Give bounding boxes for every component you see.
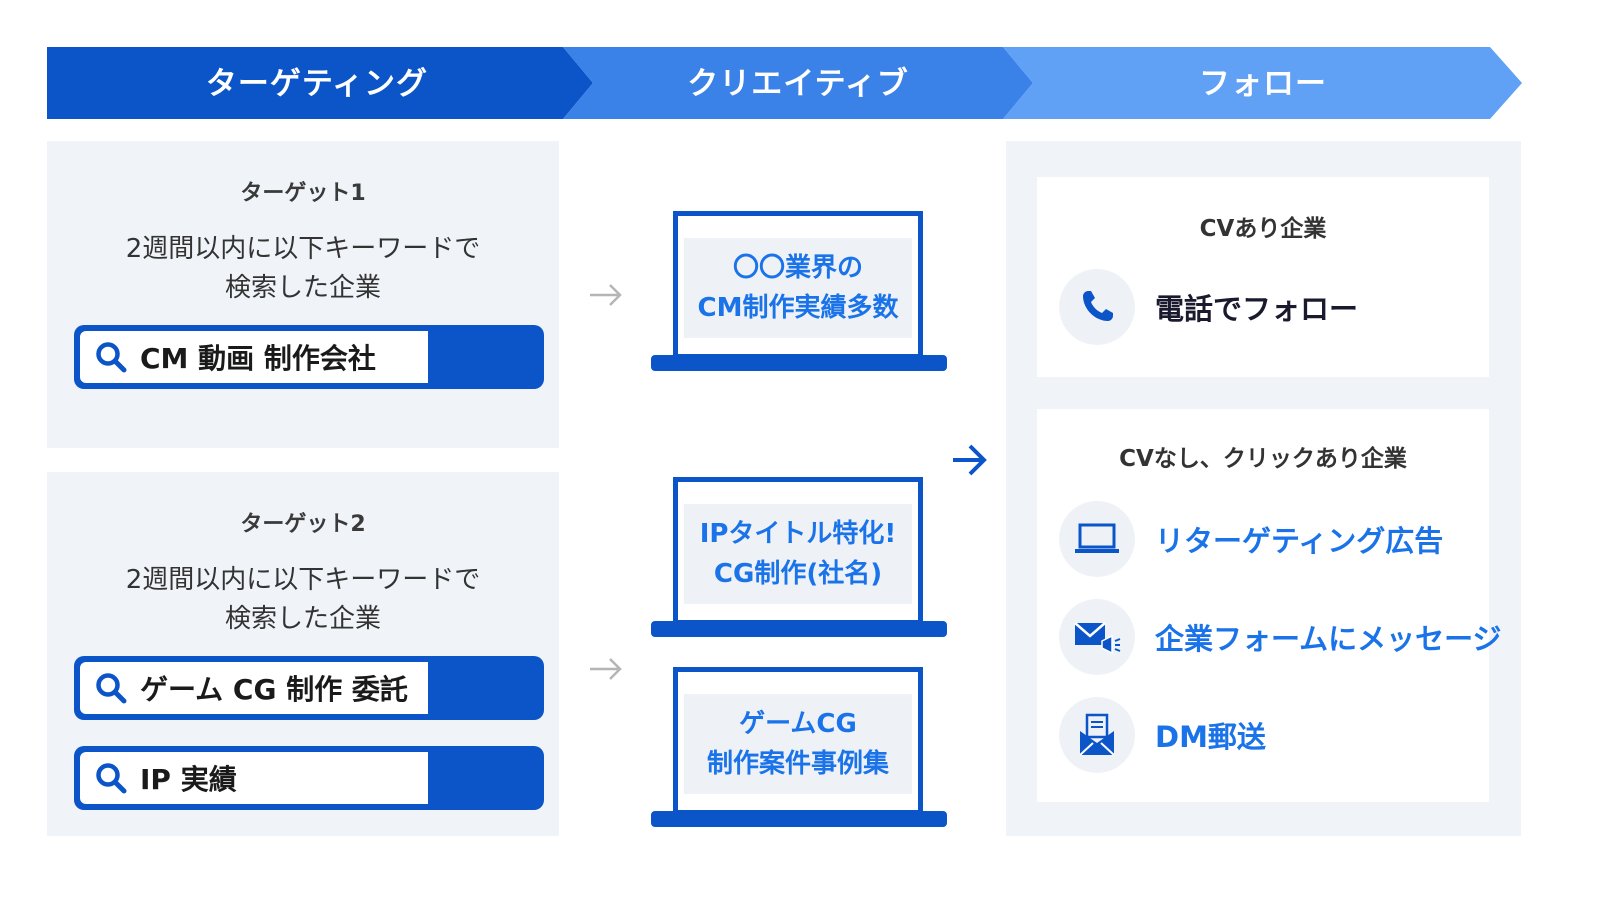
stage-label-creative: クリエイティブ bbox=[687, 66, 909, 102]
search-icon bbox=[96, 342, 127, 373]
click-company-card: CVなし、クリックあり企業 リターゲティング広告 bbox=[1037, 409, 1502, 802]
target-panel-2: ターゲット2 2週間以内に以下キーワードで 検索した企業 ゲーム CG 制作 委… bbox=[47, 472, 559, 836]
laptop-base bbox=[651, 621, 947, 637]
keyword-search-box: ゲーム CG 制作 委託 bbox=[74, 656, 544, 720]
laptop-icon bbox=[1075, 523, 1119, 553]
target-panel-1: ターゲット1 2週間以内に以下キーワードで 検索した企業 CM 動画 制作会社 bbox=[47, 141, 559, 448]
keyword-search-box: IP 実績 bbox=[74, 746, 544, 810]
stage-header: ターゲティング クリエイティブ フォロー bbox=[0, 0, 1600, 140]
creative-line1: 〇〇業界の bbox=[732, 253, 863, 283]
creative-line1: IPタイトル特化! bbox=[699, 519, 897, 549]
stage-chevron-creative bbox=[563, 47, 1033, 119]
stage-label-follow: フォロー bbox=[1199, 66, 1327, 102]
card-title: CVあり企業 bbox=[1199, 216, 1327, 242]
follow-item-label: 企業フォームにメッセージ bbox=[1155, 622, 1502, 656]
creative-laptop-3: ゲームCG 制作案件事例集 bbox=[651, 667, 947, 829]
cv-company-card: CVあり企業 電話でフォロー bbox=[1037, 177, 1489, 377]
follow-panel: CVあり企業 電話でフォロー CVなし、クリックあり企業 リターゲティング広告 bbox=[1006, 141, 1521, 836]
stage-chevrons bbox=[47, 47, 1522, 119]
follow-item-label: 電話でフォロー bbox=[1155, 292, 1359, 326]
follow-item-dm-mail: DM郵送 bbox=[1059, 697, 1266, 773]
follow-item-label: リターゲティング広告 bbox=[1155, 524, 1444, 558]
laptop-screen: ゲームCG 制作案件事例集 bbox=[673, 667, 923, 815]
keyword-text: ゲーム CG 制作 委託 bbox=[140, 673, 408, 706]
follow-item-label: DM郵送 bbox=[1155, 720, 1266, 754]
creative-line2: CM制作実績多数 bbox=[697, 293, 899, 323]
search-icon bbox=[96, 673, 127, 704]
stage-chevron-follow bbox=[1003, 47, 1522, 119]
laptop-screen: IPタイトル特化! CG制作(社名) bbox=[673, 477, 923, 625]
target-description-line1: 2週間以内に以下キーワードで bbox=[125, 565, 481, 595]
arrow-right-icon bbox=[953, 444, 987, 476]
arrow-right-icon bbox=[590, 284, 622, 306]
arrow-right-icon bbox=[590, 658, 622, 680]
mail-megaphone-icon bbox=[1074, 622, 1121, 655]
keyword-text: CM 動画 制作会社 bbox=[140, 342, 376, 375]
laptop-screen: 〇〇業界の CM制作実績多数 bbox=[673, 211, 923, 359]
card-title: CVなし、クリックあり企業 bbox=[1119, 446, 1407, 472]
search-icon bbox=[96, 763, 127, 794]
creative-line2: CG制作(社名) bbox=[713, 559, 883, 589]
stage-chevron-targeting bbox=[47, 47, 593, 119]
creative-line1: ゲームCG bbox=[739, 709, 857, 739]
follow-item-retargeting: リターゲティング広告 bbox=[1059, 501, 1443, 577]
target-description-line2: 検索した企業 bbox=[224, 273, 381, 303]
creative-line2: 制作案件事例集 bbox=[706, 749, 889, 779]
creative-laptop-2: IPタイトル特化! CG制作(社名) bbox=[651, 477, 947, 639]
keyword-text: IP 実績 bbox=[140, 763, 237, 796]
phone-icon bbox=[1083, 291, 1113, 321]
follow-item-phone: 電話でフォロー bbox=[1059, 269, 1358, 345]
laptop-base bbox=[651, 811, 947, 827]
follow-item-form-message: 企業フォームにメッセージ bbox=[1059, 599, 1502, 675]
creative-laptop-1: 〇〇業界の CM制作実績多数 bbox=[651, 211, 947, 373]
target-description-line2: 検索した企業 bbox=[224, 604, 381, 634]
keyword-search-box: CM 動画 制作会社 bbox=[74, 325, 544, 389]
laptop-base bbox=[651, 355, 947, 371]
target-title: ターゲット2 bbox=[240, 512, 366, 537]
target-title: ターゲット1 bbox=[240, 181, 366, 206]
stage-label-targeting: ターゲティング bbox=[205, 66, 429, 102]
target-description-line1: 2週間以内に以下キーワードで bbox=[125, 234, 481, 264]
postal-mail-icon bbox=[1079, 713, 1115, 756]
